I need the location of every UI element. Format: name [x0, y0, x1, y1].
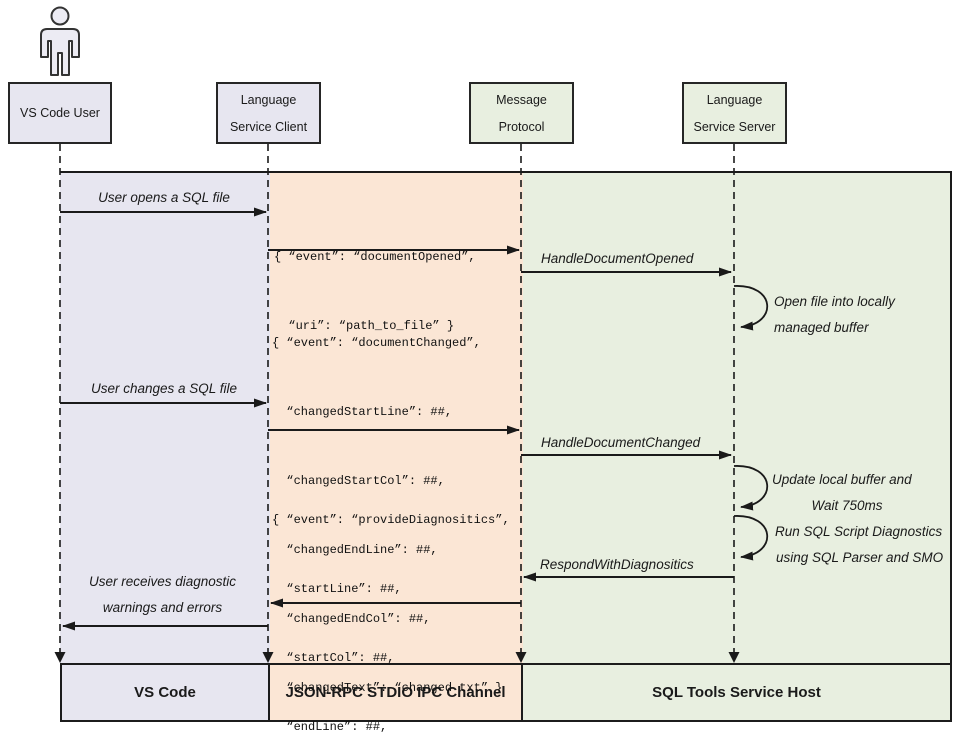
label-handle-document-changed: HandleDocumentChanged — [541, 435, 701, 450]
lane-service-host — [523, 173, 952, 722]
footer-label: VS Code — [134, 684, 196, 701]
lane-top-border — [60, 171, 952, 173]
footer-box-vs-code: VS Code — [60, 663, 270, 722]
participant-label-line1: Language — [706, 92, 763, 107]
label-respond-with-diagnostics: RespondWithDiagnositics — [540, 557, 694, 572]
note-open-buffer-line1: Open file into locally — [774, 294, 895, 309]
note-update-buffer-line1: Update local buffer and — [772, 472, 912, 487]
footer-label: JSON-RPC STDIO IPC Channel — [285, 684, 506, 701]
participant-label: VS Code User — [20, 106, 100, 120]
payload-line: “startCol”: ##, — [272, 651, 395, 665]
payload-line: “endLine”: ##, — [272, 720, 388, 732]
label-user-receives-line2: warnings and errors — [102, 600, 223, 615]
participant-vs-code-user: VS Code User — [8, 82, 112, 144]
note-run-diagnostics-line2: using SQL Parser and SMO — [776, 550, 944, 565]
note-update-buffer-line2: Wait 750ms — [811, 498, 883, 513]
payload-line: “uri”: “path_to_file” } — [274, 319, 455, 333]
lane-right-border — [950, 171, 952, 722]
user-actor-icon — [40, 6, 80, 76]
footer-box-ipc-channel: JSON-RPC STDIO IPC Channel — [270, 663, 523, 722]
note-run-diagnostics-line1: Run SQL Script Diagnostics — [775, 524, 943, 539]
payload-document-opened: { “event”: “documentOpened”, “uri”: “pat… — [274, 200, 476, 384]
lane-ipc-channel — [270, 173, 523, 722]
label-user-receives-line1: User receives diagnostic — [88, 574, 237, 589]
participant-label-line2: Service Server — [693, 119, 776, 134]
participant-language-service-server: Language Service Server — [682, 82, 787, 144]
label-user-changes-file: User changes a SQL file — [90, 381, 238, 396]
label-user-opens-file: User opens a SQL file — [98, 190, 230, 205]
participant-label-line2: Service Client — [229, 119, 308, 134]
participant-message-protocol: Message Protocol — [469, 82, 574, 144]
payload-line: “changedEndLine”: ##, — [272, 543, 438, 557]
payload-document-changed: { “event”: “documentChanged”, “changedSt… — [272, 286, 502, 732]
payload-line: “changedStartCol”: ##, — [272, 474, 445, 488]
label-handle-document-opened: HandleDocumentOpened — [541, 251, 694, 266]
payload-line: { “event”: “documentOpened”, — [274, 250, 476, 264]
payload-line: { “event”: “documentChanged”, — [272, 336, 481, 350]
payload-provide-diagnostics: { “event”: “provideDiagnositics”, “start… — [272, 463, 510, 732]
footer-label: SQL Tools Service Host — [652, 684, 821, 701]
payload-line: “startLine”: ##, — [272, 582, 402, 596]
footer-box-service-host: SQL Tools Service Host — [523, 663, 952, 722]
payload-line: “changedStartLine”: ##, — [272, 405, 453, 419]
payload-line: “changedEndCol”: ##, — [272, 612, 431, 626]
participant-language-service-client: Language Service Client — [216, 82, 321, 144]
payload-line: “changedText”: “changed txt” } — [272, 681, 503, 695]
payload-line: { “event”: “provideDiagnositics”, — [272, 513, 510, 527]
participant-label-line2: Protocol — [498, 119, 545, 134]
lane-vs-code — [60, 173, 270, 722]
note-open-buffer-line2: managed buffer — [774, 320, 869, 335]
participant-label-line1: Message — [496, 92, 547, 107]
participant-label-line1: Language — [240, 92, 297, 107]
